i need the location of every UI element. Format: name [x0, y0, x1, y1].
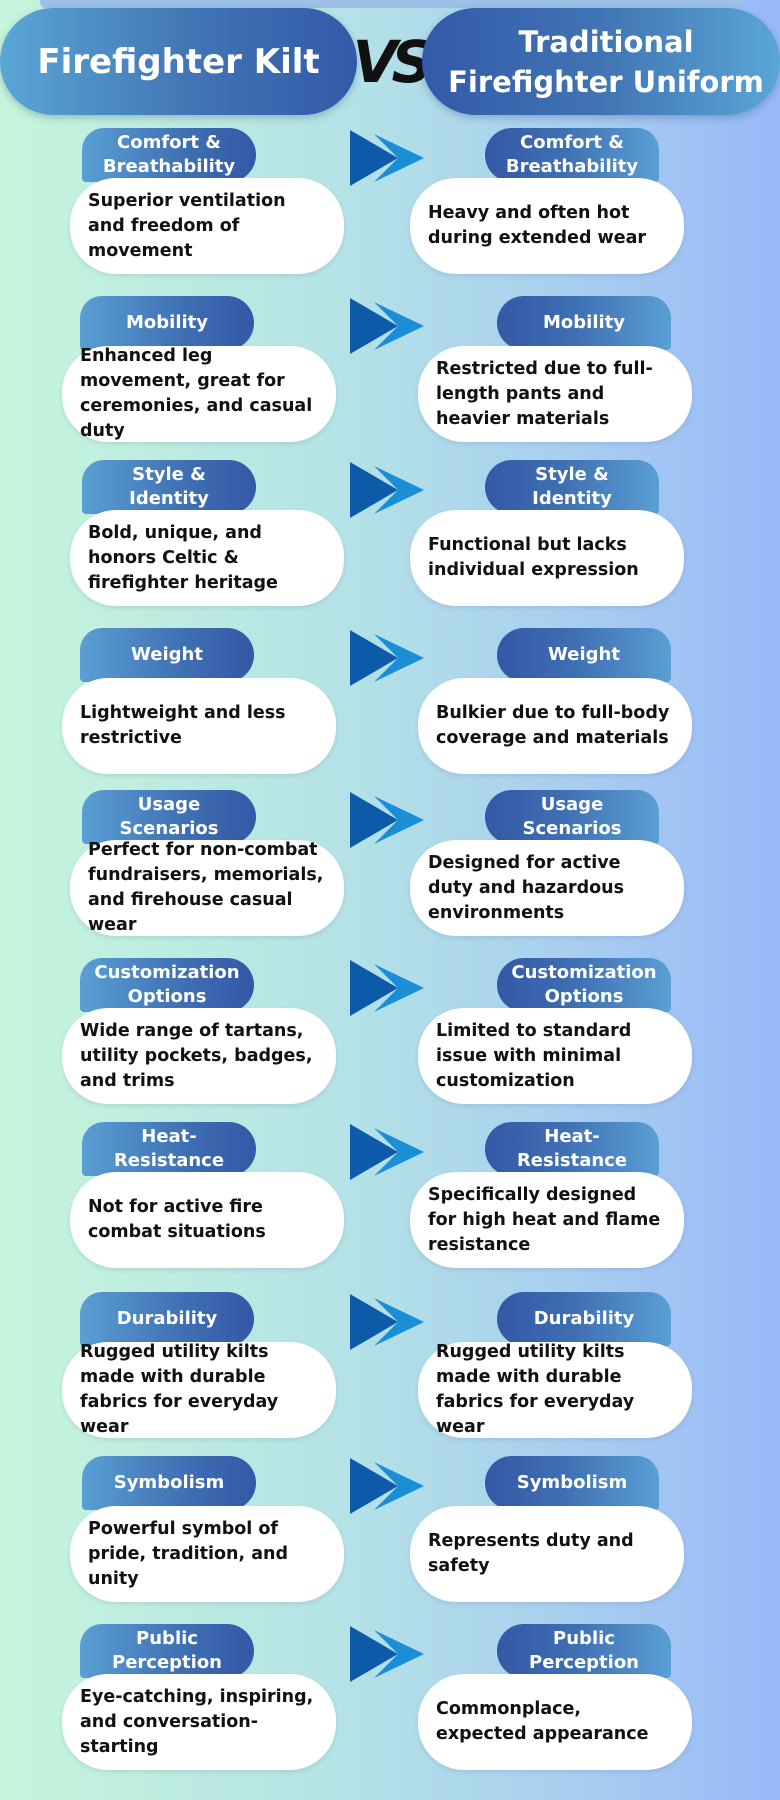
- double-chevron-icon: [350, 792, 424, 848]
- uniform-description: Limited to standard issue with minimal c…: [418, 1008, 692, 1104]
- uniform-category-tag: Durability: [497, 1292, 671, 1346]
- kilt-category-tag: Weight: [80, 628, 254, 682]
- uniform-description: Commonplace, expected appearance: [418, 1674, 692, 1770]
- uniform-description: Functional but lacks individual expressi…: [410, 510, 684, 606]
- uniform-category-tag: Style & Identity: [485, 460, 659, 514]
- uniform-category-tag: Customization Options: [497, 958, 671, 1012]
- kilt-description: Enhanced leg movement, great for ceremon…: [62, 346, 336, 442]
- uniform-description: Rugged utility kilts made with durable f…: [418, 1342, 692, 1438]
- kilt-title-banner: Firefighter Kilt: [0, 8, 357, 115]
- kilt-title: Firefighter Kilt: [37, 41, 320, 82]
- uniform-description: Designed for active duty and hazardous e…: [410, 840, 684, 936]
- uniform-category-tag: Public Perception: [497, 1624, 671, 1678]
- top-strip: [40, 0, 740, 8]
- uniform-description: Bulkier due to full-body coverage and ma…: [418, 678, 692, 774]
- double-chevron-icon: [350, 1626, 424, 1682]
- kilt-category-tag: Public Perception: [80, 1624, 254, 1678]
- uniform-category-tag: Comfort & Breathability: [485, 128, 659, 182]
- uniform-category-tag: Mobility: [497, 296, 671, 350]
- kilt-description: Powerful symbol of pride, tradition, and…: [70, 1506, 344, 1602]
- kilt-description: Perfect for non-combat fundraisers, memo…: [70, 840, 344, 936]
- kilt-category-tag: Mobility: [80, 296, 254, 350]
- double-chevron-icon: [350, 1458, 424, 1514]
- double-chevron-icon: [350, 630, 424, 686]
- uniform-title-line2: Firefighter Uniform: [448, 64, 764, 99]
- kilt-description: Superior ventilation and freedom of move…: [70, 178, 344, 274]
- kilt-description: Lightweight and less restrictive: [62, 678, 336, 774]
- uniform-description: Specifically designed for high heat and …: [410, 1172, 684, 1268]
- kilt-description: Not for active fire combat situations: [70, 1172, 344, 1268]
- uniform-description: Represents duty and safety: [410, 1506, 684, 1602]
- uniform-category-tag: Usage Scenarios: [485, 790, 659, 844]
- uniform-description: Restricted due to full-length pants and …: [418, 346, 692, 442]
- kilt-category-tag: Usage Scenarios: [82, 790, 256, 844]
- uniform-description: Heavy and often hot during extended wear: [410, 178, 684, 274]
- kilt-description: Eye-catching, inspiring, and conversatio…: [62, 1674, 336, 1770]
- double-chevron-icon: [350, 1124, 424, 1180]
- double-chevron-icon: [350, 462, 424, 518]
- uniform-title-line1: Traditional: [518, 24, 694, 59]
- kilt-category-tag: Style & Identity: [82, 460, 256, 514]
- kilt-description: Bold, unique, and honors Celtic & firefi…: [70, 510, 344, 606]
- uniform-category-tag: Weight: [497, 628, 671, 682]
- double-chevron-icon: [350, 130, 424, 186]
- double-chevron-icon: [350, 960, 424, 1016]
- vs-badge: VS: [352, 28, 434, 96]
- double-chevron-icon: [350, 1294, 424, 1350]
- kilt-description: Wide range of tartans, utility pockets, …: [62, 1008, 336, 1104]
- uniform-title-banner: Traditional Firefighter Uniform: [422, 8, 780, 115]
- kilt-category-tag: Heat-Resistance: [82, 1122, 256, 1176]
- kilt-category-tag: Durability: [80, 1292, 254, 1346]
- kilt-category-tag: Comfort & Breathability: [82, 128, 256, 182]
- kilt-description: Rugged utility kilts made with durable f…: [62, 1342, 336, 1438]
- uniform-category-tag: Heat-Resistance: [485, 1122, 659, 1176]
- uniform-category-tag: Symbolism: [485, 1456, 659, 1510]
- kilt-category-tag: Customization Options: [80, 958, 254, 1012]
- kilt-category-tag: Symbolism: [82, 1456, 256, 1510]
- double-chevron-icon: [350, 298, 424, 354]
